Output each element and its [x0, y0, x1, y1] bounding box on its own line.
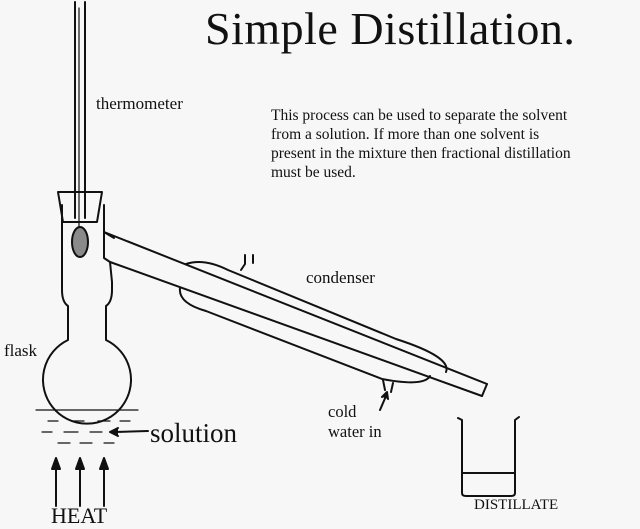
cold-water-label-line1: cold	[328, 402, 357, 421]
description-line: This process can be used to separate the…	[271, 107, 568, 124]
beaker	[457, 416, 520, 497]
distillate-label: DISTILLATE	[474, 497, 559, 513]
condenser-jacket	[178, 254, 448, 393]
description-line: from a solution. If more than one solven…	[271, 126, 540, 143]
solution-arrow	[109, 427, 149, 437]
cold-water-arrow	[379, 391, 389, 411]
thermometer-label: thermometer	[96, 94, 183, 113]
description-line: present in the mixture then fractional d…	[271, 145, 571, 162]
heat-arrows	[51, 457, 109, 507]
description-line: must be used.	[271, 164, 356, 181]
thermometer	[71, 1, 89, 258]
solution-liquid	[35, 409, 139, 444]
condenser-label: condenser	[306, 268, 375, 287]
page-title: Simple Distillation.	[205, 3, 576, 54]
flask	[42, 204, 132, 425]
cold-water-label: cold water in	[328, 402, 408, 442]
description-text: This process can be used to separate the…	[271, 106, 640, 182]
stopper	[57, 191, 103, 223]
solution-label: solution	[150, 418, 238, 448]
heat-label: HEAT	[51, 503, 108, 528]
flask-label: flask	[4, 341, 38, 360]
cold-water-label-line2: water in	[328, 422, 382, 441]
side-arm-tube	[103, 231, 488, 397]
